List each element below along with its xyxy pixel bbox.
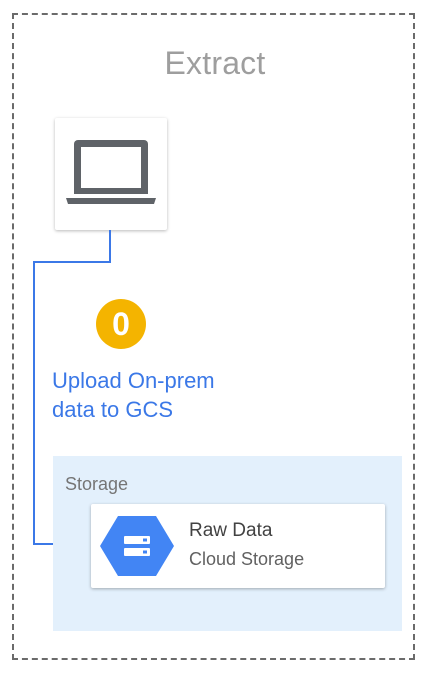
zone-label: Storage [65, 474, 129, 494]
step-label-line-2: data to GCS [52, 397, 174, 422]
cloud-storage-icon [100, 516, 174, 576]
extract-boundary [12, 13, 415, 660]
service-type: Cloud Storage [189, 549, 305, 569]
laptop-icon [66, 140, 156, 204]
service-name: Raw Data [189, 520, 273, 541]
raw-data-service-card: Raw Data Cloud Storage [91, 504, 385, 588]
diagram-title: Extract [164, 45, 266, 81]
on-prem-source-card [55, 118, 167, 230]
step-number-badge: 0 [96, 299, 146, 349]
step-label-line-1: Upload On-prem [52, 368, 215, 393]
step-label: Upload On-prem data to GCS [52, 366, 312, 424]
